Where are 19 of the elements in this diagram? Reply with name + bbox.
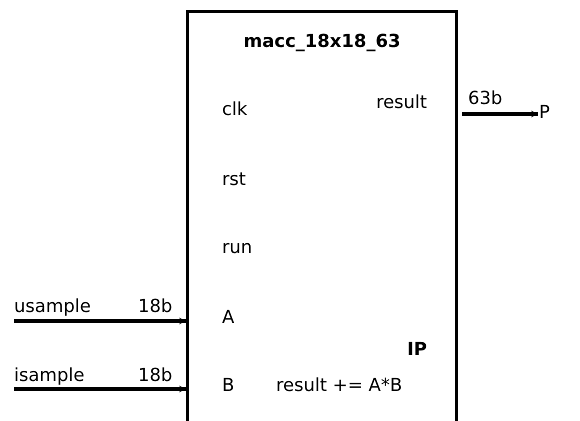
port-label: rst (222, 171, 246, 189)
arrow (462, 110, 538, 118)
block-tag: IP (407, 341, 427, 359)
port-label: clk (222, 101, 248, 119)
port-label: run (222, 239, 252, 257)
edge-label: usample (14, 298, 91, 316)
bit-width-label: 18b (138, 367, 172, 385)
module-block (186, 10, 458, 421)
arrow (14, 318, 186, 324)
bit-width-label: 18b (138, 298, 172, 316)
port-label: B (222, 377, 234, 395)
arrow (14, 386, 186, 392)
formula-text: result += A*B (276, 377, 402, 395)
edge-label: 63b (468, 90, 502, 108)
port-label: A (222, 309, 234, 327)
output-label: P (539, 104, 550, 122)
edge-label: isample (14, 367, 84, 385)
block-title: macc_18x18_63 (244, 33, 400, 51)
port-label: result (376, 94, 427, 112)
